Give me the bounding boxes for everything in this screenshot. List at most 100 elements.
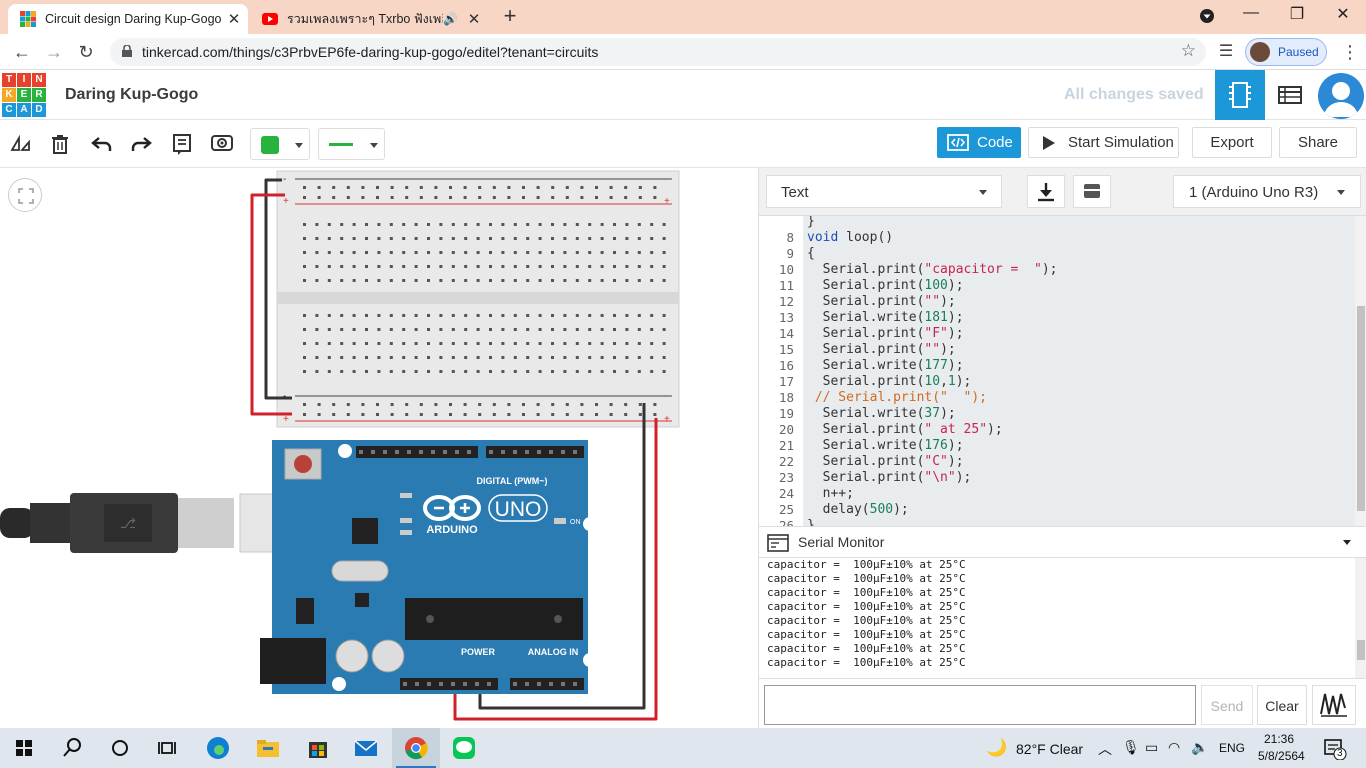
user-avatar[interactable]: [1318, 73, 1364, 119]
graph-button[interactable]: [1312, 685, 1356, 725]
maximize-button[interactable]: ❐: [1289, 6, 1305, 23]
weather-moon-icon[interactable]: 🌙: [986, 738, 1008, 757]
arduino-uno-board[interactable]: ARDUINO UNO DIGITAL (PWM~) POWER ANALOG …: [260, 440, 597, 694]
chrome-taskbar-active[interactable]: [392, 728, 440, 768]
file-explorer-icon[interactable]: [254, 734, 282, 762]
edge-browser-icon[interactable]: [204, 734, 232, 762]
chevron-up-icon[interactable]: ︿: [1098, 741, 1112, 757]
tab-search-icon[interactable]: [1192, 4, 1222, 28]
browser-tab-tinkercad[interactable]: Circuit design Daring Kup-Gogo | ✕: [8, 4, 248, 34]
code-line[interactable]: }: [807, 216, 815, 229]
url-field[interactable]: tinkercad.com/things/c3PrbvEP6fe-daring-…: [110, 38, 1206, 66]
serial-monitor-scrollbar[interactable]: [1355, 558, 1366, 678]
close-window-button[interactable]: ✕: [1336, 6, 1350, 23]
board-select[interactable]: 1 (Arduino Uno R3): [1173, 175, 1361, 208]
circuit-view-button[interactable]: [1215, 70, 1265, 120]
delete-icon[interactable]: [48, 132, 72, 156]
browser-menu-icon[interactable]: ⋮: [1341, 42, 1359, 62]
code-mode-select[interactable]: Text: [766, 175, 1002, 208]
windows-start-icon[interactable]: [10, 734, 38, 762]
code-editor-scrollbar[interactable]: [1355, 216, 1366, 526]
send-button[interactable]: Send: [1201, 685, 1253, 725]
cortana-icon[interactable]: [106, 734, 134, 762]
code-line[interactable]: Serial.write(181);: [807, 310, 964, 325]
code-line[interactable]: delay(500);: [807, 502, 909, 517]
circuit-canvas[interactable]: - + - + - + - + ⎇: [0, 168, 758, 728]
weather-text[interactable]: 82°F Clear: [1016, 741, 1084, 757]
code-line[interactable]: Serial.print("");: [807, 342, 956, 357]
code-line[interactable]: Serial.print("F");: [807, 326, 964, 341]
code-line[interactable]: Serial.print(100);: [807, 278, 964, 293]
code-line[interactable]: Serial.print("C");: [807, 454, 964, 469]
share-button[interactable]: Share: [1279, 127, 1357, 158]
store-icon[interactable]: [304, 734, 332, 762]
profile-paused-button[interactable]: Paused: [1245, 38, 1327, 66]
battery-icon[interactable]: ▭: [1145, 739, 1159, 755]
new-tab-button[interactable]: +: [503, 3, 517, 28]
wire-type-picker[interactable]: [318, 128, 385, 160]
code-line[interactable]: n++;: [807, 486, 854, 501]
volume-icon[interactable]: 🔈: [1191, 739, 1209, 755]
notes-icon[interactable]: [170, 132, 194, 156]
search-icon[interactable]: [58, 734, 86, 762]
tab-close-icon[interactable]: ✕: [227, 11, 241, 28]
browser-tab-youtube[interactable]: รวมเพลงเพราะๆ Txrbo ฟังเพลินๆ 🔊 ✕: [250, 4, 488, 34]
tab-close-icon[interactable]: ✕: [467, 11, 481, 28]
line-app-icon[interactable]: [450, 734, 478, 762]
breadboard[interactable]: - + - + - + - +: [276, 170, 680, 428]
start-simulation-button[interactable]: Start Simulation: [1028, 127, 1179, 158]
microphone-icon[interactable]: 🎙: [1122, 739, 1140, 755]
code-line[interactable]: Serial.write(177);: [807, 358, 964, 373]
code-button[interactable]: Code: [937, 127, 1021, 158]
code-line[interactable]: void loop(): [807, 230, 894, 245]
code-line[interactable]: Serial.print(" at 25");: [807, 422, 1003, 437]
wifi-icon[interactable]: ◠: [1168, 739, 1181, 755]
code-line[interactable]: Serial.print("capacitor = ");: [807, 262, 1058, 277]
chevron-down-icon[interactable]: [1343, 540, 1351, 545]
redo-icon[interactable]: [129, 132, 153, 156]
code-line[interactable]: Serial.print("");: [807, 294, 956, 309]
power-wire-arduino[interactable]: [453, 418, 658, 721]
component-list-button[interactable]: [1265, 70, 1315, 120]
undo-icon[interactable]: [90, 132, 114, 156]
serial-input[interactable]: [764, 685, 1196, 725]
tinkercad-logo[interactable]: T I N K E R C A D: [2, 73, 46, 117]
ground-wire-breadboard[interactable]: [264, 178, 292, 400]
clock-time[interactable]: 21:36: [1264, 732, 1295, 746]
code-line[interactable]: // Serial.print(" ");: [807, 390, 988, 405]
code-line[interactable]: Serial.print(10,1);: [807, 374, 972, 389]
visibility-icon[interactable]: [210, 132, 234, 156]
task-view-icon[interactable]: [154, 734, 182, 762]
power-wire-breadboard[interactable]: [250, 193, 292, 416]
design-name[interactable]: Daring Kup-Gogo: [65, 86, 199, 103]
ground-wire-arduino[interactable]: [478, 403, 646, 710]
color-picker[interactable]: [250, 128, 310, 160]
back-button[interactable]: ←: [13, 42, 31, 62]
bookmark-star-icon[interactable]: ☆: [1180, 41, 1196, 60]
scrollbar-thumb[interactable]: [1357, 306, 1365, 511]
code-line[interactable]: Serial.write(176);: [807, 438, 964, 453]
clear-button[interactable]: Clear: [1257, 685, 1307, 725]
code-line[interactable]: }: [807, 518, 815, 526]
code-text-area[interactable]: }void loop(){ Serial.print("capacitor = …: [803, 216, 1355, 526]
code-line[interactable]: {: [807, 246, 815, 261]
serial-monitor-header[interactable]: Serial Monitor: [759, 526, 1366, 558]
code-line[interactable]: Serial.write(37);: [807, 406, 956, 421]
speaker-icon[interactable]: 🔊: [443, 12, 458, 26]
code-line[interactable]: Serial.print("\n");: [807, 470, 972, 485]
mail-icon[interactable]: [352, 734, 380, 762]
notifications-icon[interactable]: [1323, 738, 1347, 760]
download-code-button[interactable]: [1027, 175, 1065, 208]
libraries-button[interactable]: [1073, 175, 1111, 208]
reload-button[interactable]: ↻: [78, 42, 94, 62]
rotate-icon[interactable]: [9, 132, 33, 156]
reading-list-icon[interactable]: ☰: [1218, 43, 1234, 60]
export-button[interactable]: Export: [1192, 127, 1272, 158]
scrollbar-thumb[interactable]: [1357, 640, 1365, 660]
language-indicator[interactable]: ENG: [1219, 741, 1246, 755]
minimize-button[interactable]: —: [1243, 4, 1259, 21]
fit-view-button[interactable]: [8, 178, 42, 212]
forward-button[interactable]: →: [45, 42, 63, 62]
clock-date[interactable]: 5/8/2564: [1258, 749, 1305, 763]
